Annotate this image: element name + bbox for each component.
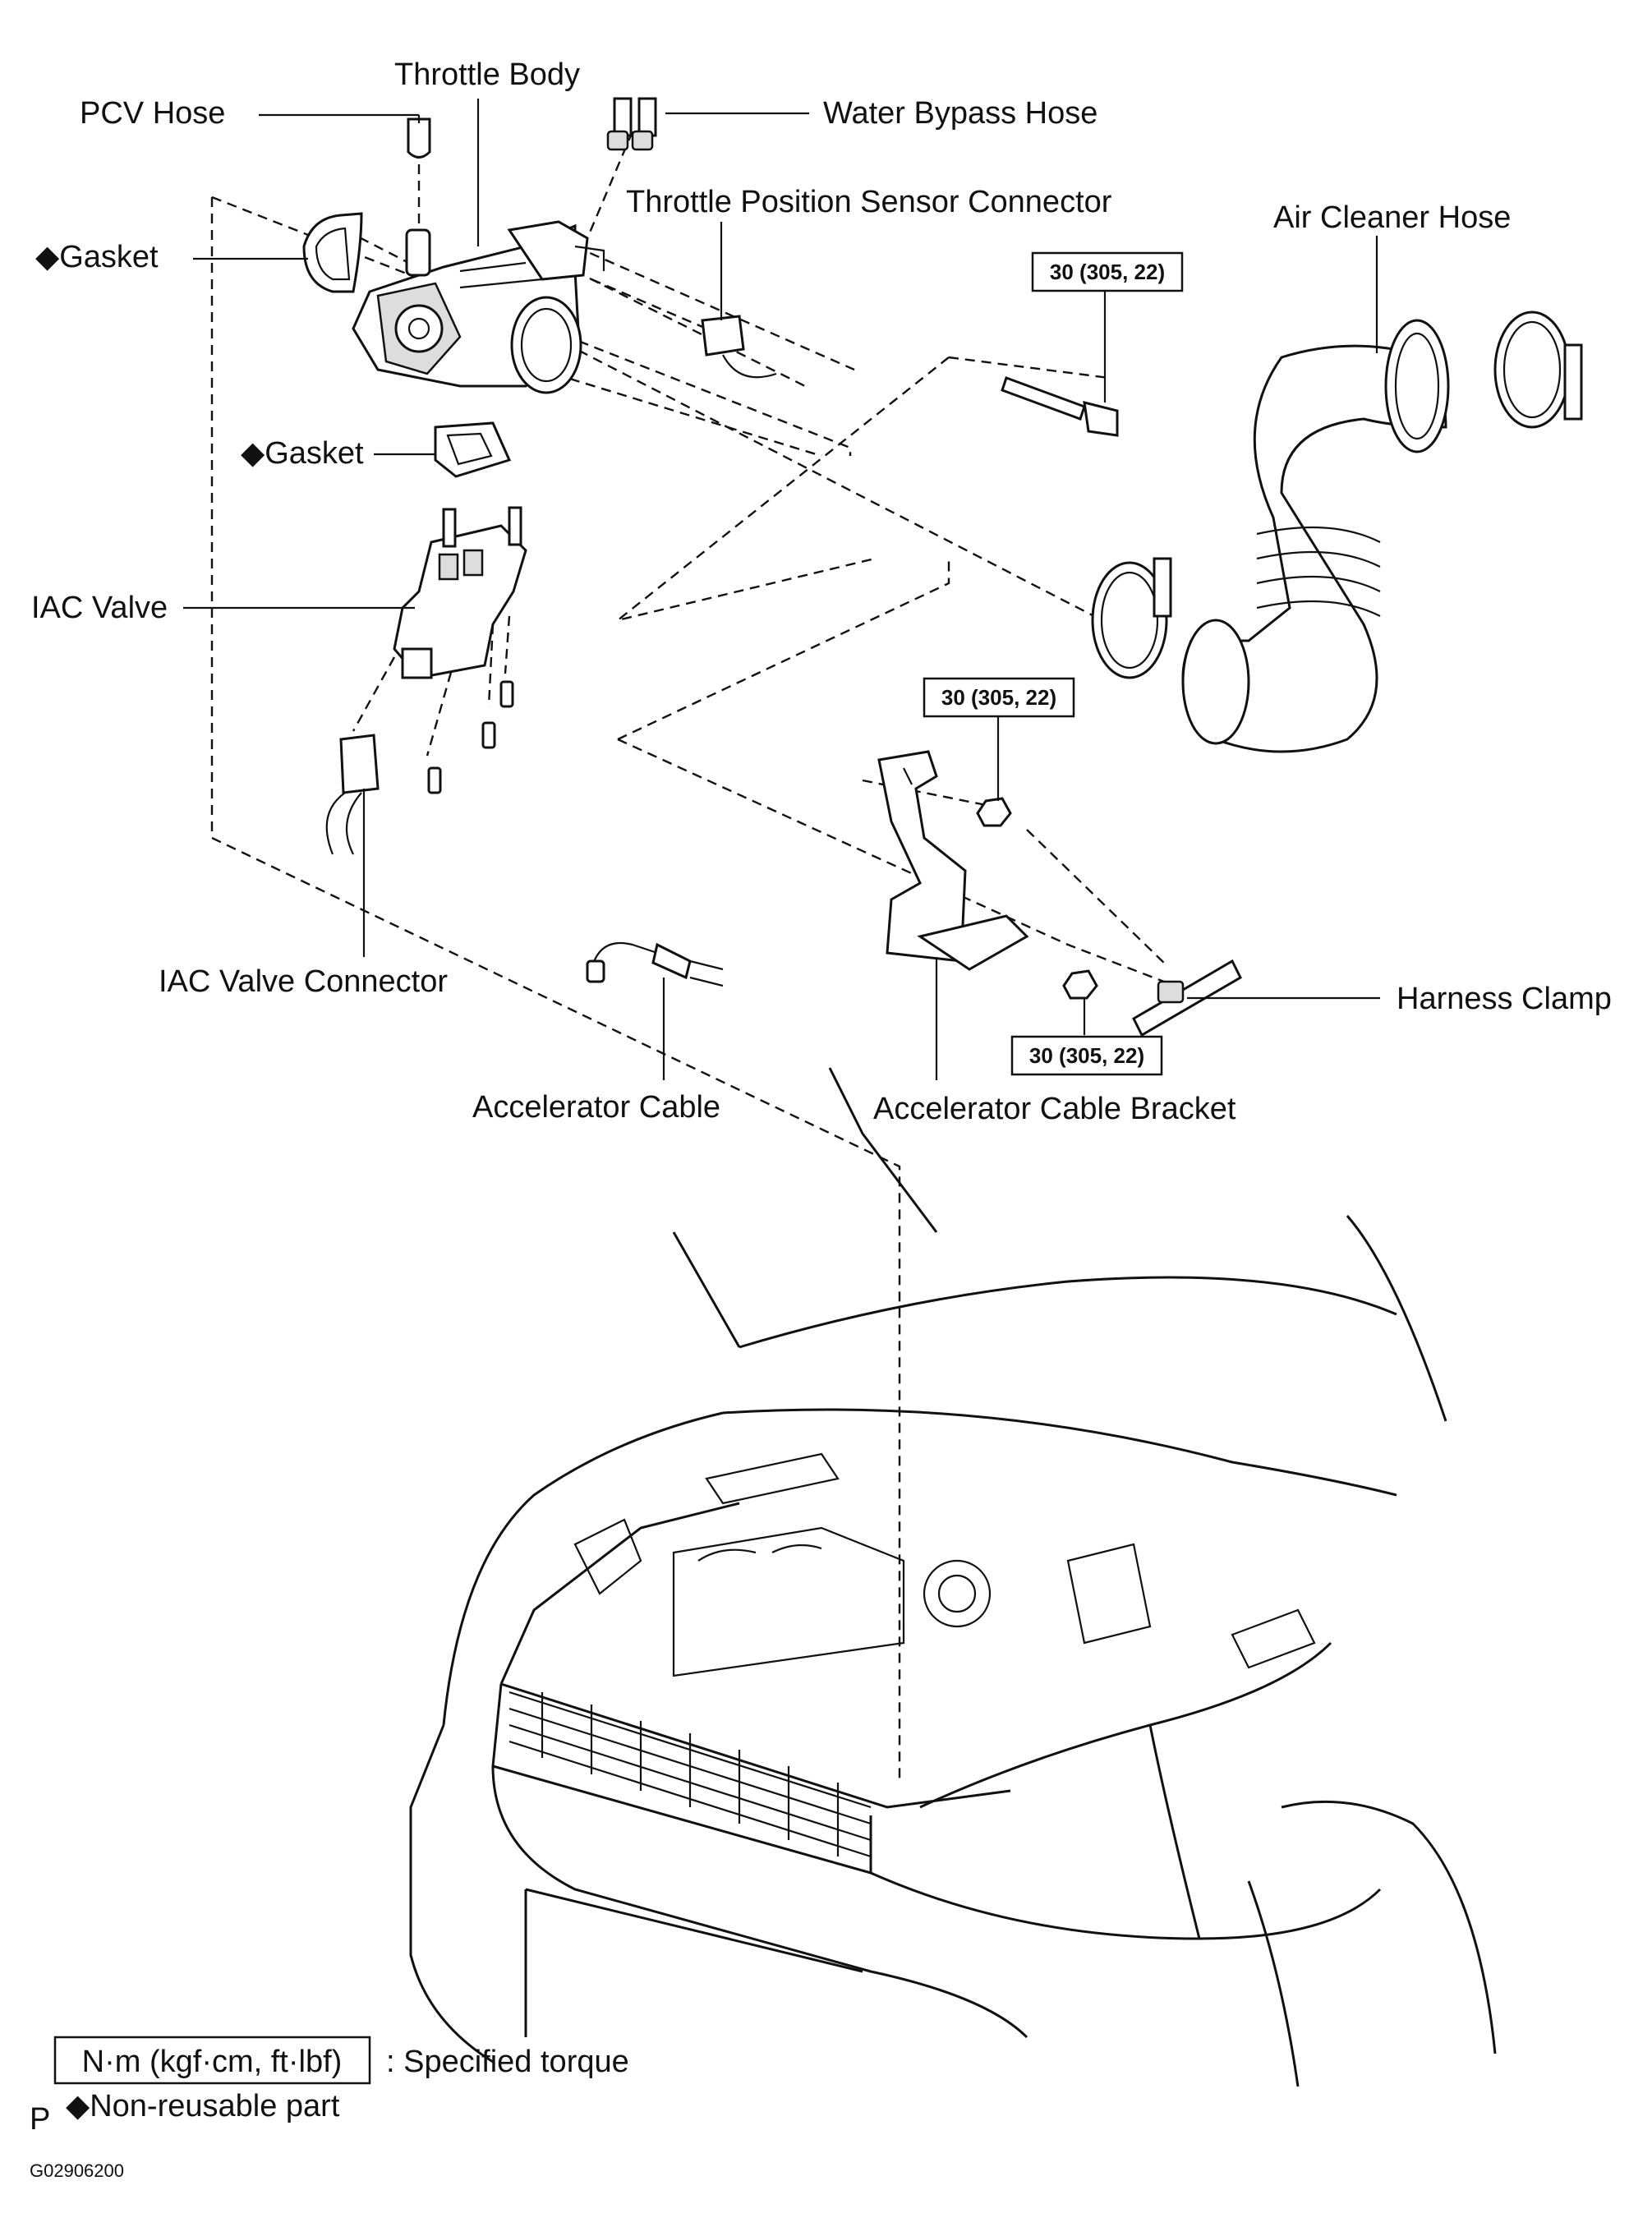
figure-code: G02906200 [30,2160,124,2181]
vehicle-front-drawing [409,1067,1497,2087]
nuts-drawing [976,797,1098,1000]
callout-labels: Throttle Body PCV Hose Water Bypass Hose… [31,58,1612,1126]
bolt-drawing [1001,376,1119,437]
gasket-upper-drawing [302,212,363,293]
footer-marker: P [30,2102,50,2137]
dashed-guide-frames [210,131,1176,1783]
leader-lines [183,99,1380,1080]
label-pcv-hose: PCV Hose [80,96,225,131]
water-bypass-hose-drawing [606,97,657,151]
label-accelerator-cable-bracket: Accelerator Cable Bracket [873,1092,1236,1126]
torque-box-bolt: 30 (305, 22) [1031,251,1184,292]
air-cleaner-hose-drawing [1181,319,1450,753]
gasket-lower-drawing [434,421,512,478]
torque-box-bracket-nut: 30 (305, 22) [923,677,1075,718]
label-air-cleaner-hose: Air Cleaner Hose [1273,200,1511,235]
legend-torque-unit: N·m (kgf·cm, ft·lbf) [82,2045,343,2079]
accelerator-cable-bracket-drawing [877,750,1029,971]
torque-boxes: 30 (305, 22) 30 (305, 22) 30 (305, 22) [923,251,1184,1076]
accelerator-cable-drawing [586,941,724,987]
label-gasket-lower: ◆Gasket [241,436,364,471]
label-tps-connector: Throttle Position Sensor Connector [626,185,1112,219]
label-iac-valve-connector: IAC Valve Connector [159,964,448,999]
svg-text:30 (305, 22): 30 (305, 22) [1050,260,1165,284]
iac-valve-drawing [393,506,527,679]
label-water-bypass-hose: Water Bypass Hose [823,96,1097,131]
svg-text:30 (305, 22): 30 (305, 22) [1029,1043,1144,1068]
label-harness-clamp: Harness Clamp [1397,982,1612,1016]
pcv-hose-drawing [407,117,431,159]
legend: N·m (kgf·cm, ft·lbf) : Specified torque … [30,2036,629,2181]
hose-clamps-drawing [1091,311,1583,679]
tps-connector-drawing [701,315,777,379]
label-iac-valve: IAC Valve [31,591,168,625]
label-throttle-body: Throttle Body [394,58,580,92]
legend-non-reusable: ◆Non-reusable part [66,2089,340,2123]
iac-connector-drawing [325,734,380,855]
svg-text:30 (305, 22): 30 (305, 22) [941,685,1056,710]
throttle-body-drawing [352,220,605,394]
label-gasket-upper: ◆Gasket [35,240,159,274]
legend-torque-desc: : Specified torque [386,2045,629,2079]
iac-screws-drawing [427,680,514,794]
torque-box-bracket-lower: 30 (305, 22) [1010,1035,1163,1076]
label-accelerator-cable: Accelerator Cable [472,1090,720,1125]
